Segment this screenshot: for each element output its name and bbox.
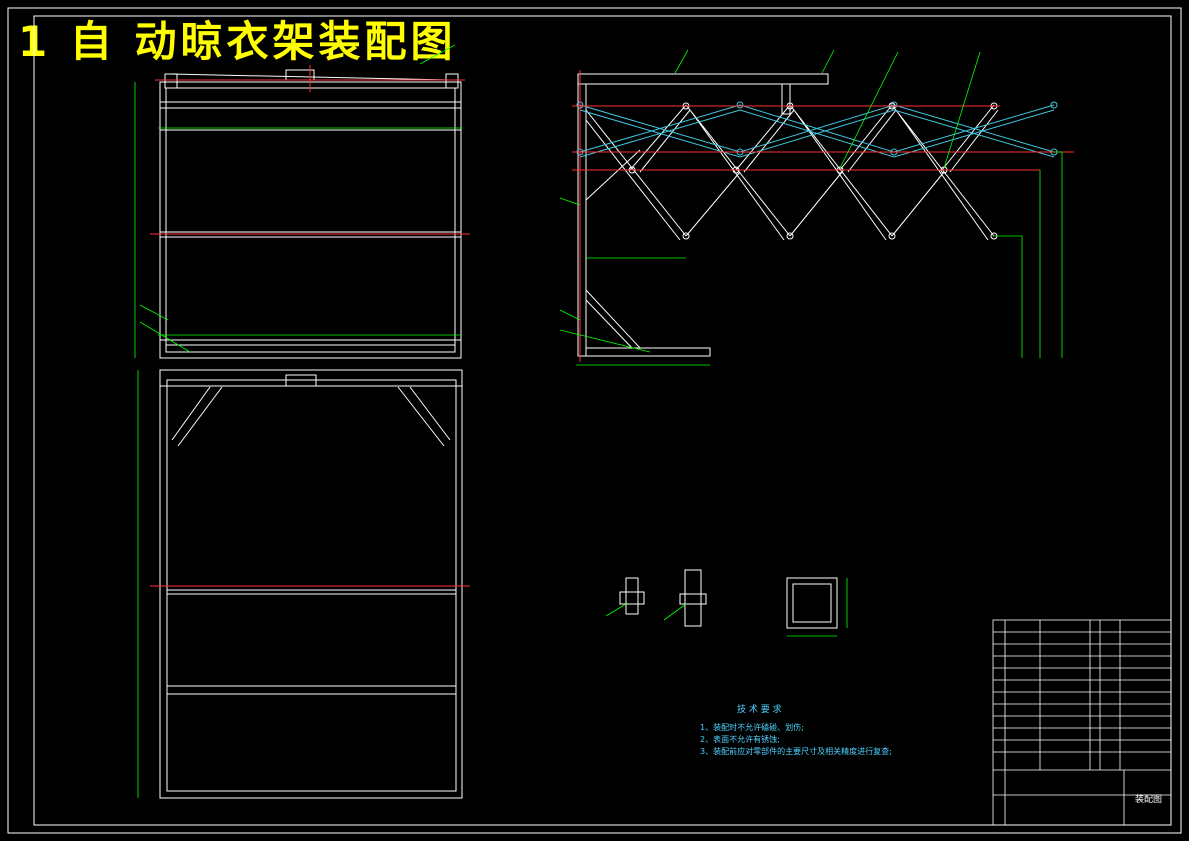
title-block	[992, 619, 1172, 826]
scissor-pivots	[628, 102, 998, 240]
detail-section-b	[679, 569, 707, 627]
detail-section-a	[619, 577, 645, 615]
scissor-dimensions	[559, 49, 1063, 366]
front-view-centerlines	[150, 65, 470, 235]
technical-requirements: 技 术 要 求 1、装配时不允许磕碰、划伤; 2、表面不允许有锈蚀; 3、装配前…	[700, 704, 892, 758]
side-view	[159, 369, 463, 799]
front-view	[159, 69, 462, 359]
front-view-dimensions	[134, 44, 462, 358]
drawing-name: 装配图	[1135, 795, 1163, 805]
page-title: 1 自 动晾衣架装配图	[18, 17, 457, 66]
scissor-view-frame	[577, 73, 829, 357]
requirement-item: 3、装配前应对零部件的主要尺寸及相关精度进行复查;	[700, 747, 892, 756]
scissor-extended-arms	[576, 101, 1058, 158]
requirement-item: 2、表面不允许有锈蚀;	[700, 735, 780, 744]
technical-requirements-heading: 技 术 要 求	[737, 705, 782, 715]
scissor-centerlines	[572, 70, 1074, 362]
drawing-frame	[7, 7, 1182, 834]
tube-cross-section	[786, 577, 838, 629]
requirement-item: 1、装配时不允许磕碰、划伤;	[700, 723, 804, 732]
detail-dimensions	[605, 578, 848, 637]
